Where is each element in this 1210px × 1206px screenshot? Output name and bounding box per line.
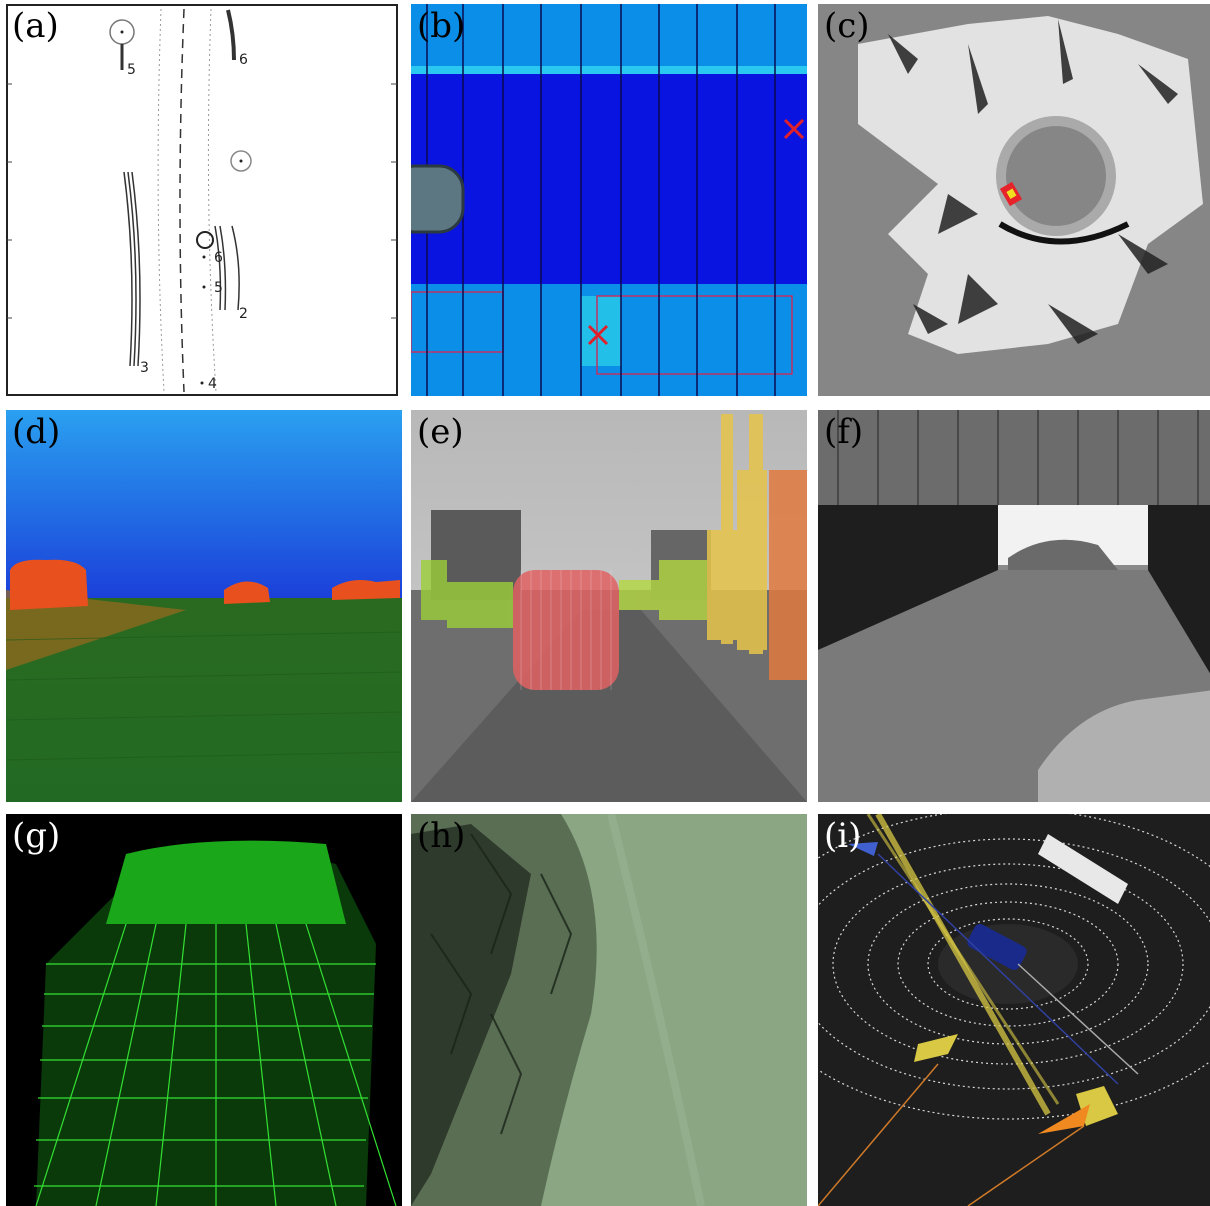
panel-label-d: (d) <box>12 412 61 452</box>
terrain-rendering <box>6 410 402 802</box>
panel-a: 5 6 6 5 2 3 4 (a) <box>6 4 402 396</box>
panel-i: (i) <box>818 814 1210 1206</box>
panel-label-g: (g) <box>12 816 61 856</box>
track-label: 6 <box>239 52 248 68</box>
panel-f: (f) <box>818 410 1210 802</box>
track-label: 3 <box>140 360 149 376</box>
panel-label-c: (c) <box>824 6 870 46</box>
panel-label-f: (f) <box>824 412 864 452</box>
panel-label-h: (h) <box>417 816 466 856</box>
panel-e: (e) <box>411 410 807 802</box>
panel-g: (g) <box>6 814 402 1206</box>
track-label: 2 <box>239 306 248 322</box>
terrain-mesh <box>411 814 807 1206</box>
panel-h: (h) <box>411 814 807 1206</box>
depth-image <box>818 410 1210 802</box>
lidar-point-cloud <box>818 814 1210 1206</box>
tracking-plot: 5 6 6 5 2 3 4 <box>6 4 398 396</box>
stixel-grid-view <box>411 4 807 396</box>
track-label: 5 <box>127 62 136 78</box>
track-label: 5 <box>214 280 223 296</box>
panel-d: (d) <box>6 410 402 802</box>
track-label: 6 <box>214 250 223 266</box>
panel-c: (c) <box>818 4 1210 396</box>
panel-label-e: (e) <box>417 412 464 452</box>
panel-b: (b) <box>411 4 807 396</box>
panel-label-b: (b) <box>417 6 466 46</box>
panel-label-i: (i) <box>824 816 862 856</box>
occupancy-map <box>818 4 1210 396</box>
stixel-overlay-image <box>411 410 807 802</box>
track-label: 4 <box>208 376 217 392</box>
panel-label-a: (a) <box>12 6 59 46</box>
voxel-grid <box>6 814 402 1206</box>
